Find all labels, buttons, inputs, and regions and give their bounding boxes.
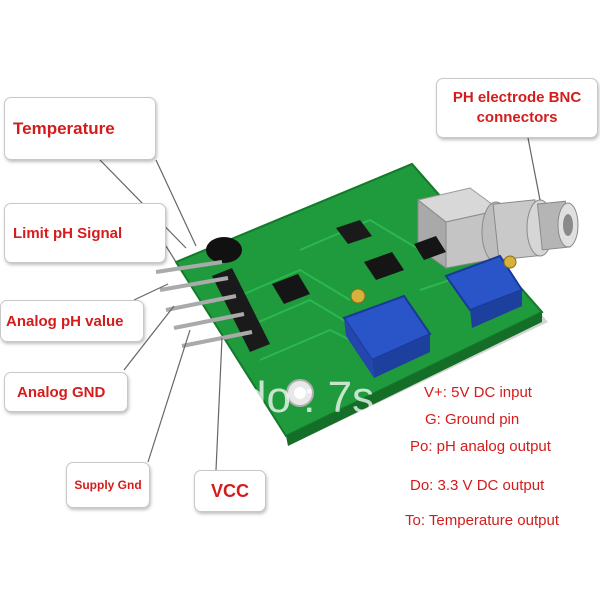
callout-supply-gnd-label: Supply Gnd: [74, 478, 142, 492]
callout-limit-ph-signal: Limit pH Signal: [4, 203, 166, 263]
legend-vplus: V+: 5V DC input: [424, 384, 532, 401]
ic-chip-middle: [364, 252, 404, 280]
callout-limit-ph-label: Limit pH Signal: [13, 224, 123, 242]
pcb-edge: [286, 312, 542, 446]
callout-bnc-connectors: PH electrode BNC connectors: [436, 78, 598, 138]
potentiometer-left: [342, 288, 432, 378]
ic-chip-left: [272, 274, 310, 304]
pointer-lines: [99, 137, 541, 471]
mounting-hole-inner: [294, 387, 306, 399]
legend-ground: G: Ground pin: [425, 411, 520, 428]
ic-chip-top: [336, 220, 372, 244]
temperature-sensor-component: [206, 237, 242, 263]
callout-bnc-line1: PH electrode BNC: [452, 89, 582, 106]
callout-analog-ph-label: Analog pH value: [6, 312, 124, 330]
legend-to: To: Temperature output: [405, 512, 559, 529]
bnc-connector: [481, 199, 579, 263]
potentiometer-right: [444, 254, 524, 328]
callout-temperature: Temperature: [4, 97, 156, 160]
legend-po: Po: pH analog output: [410, 438, 551, 455]
callout-supply-gnd: Supply Gnd: [66, 462, 150, 508]
header-pins: [155, 260, 270, 352]
callout-analog-gnd: Analog GND: [4, 372, 128, 412]
watermark-text: do : 7s: [242, 373, 374, 422]
callout-bnc-line2: connectors: [476, 109, 558, 126]
callout-analog-ph-value: Analog pH value: [0, 300, 144, 342]
callout-analog-gnd-label: Analog GND: [17, 383, 106, 401]
pcb-traces: [229, 218, 481, 361]
callout-vcc-label: VCC: [210, 480, 249, 501]
legend-do: Do: 3.3 V DC output: [410, 477, 545, 494]
callout-vcc: VCC: [194, 470, 266, 512]
ic-chip-right: [414, 236, 446, 260]
callout-temperature-label: Temperature: [13, 118, 115, 138]
